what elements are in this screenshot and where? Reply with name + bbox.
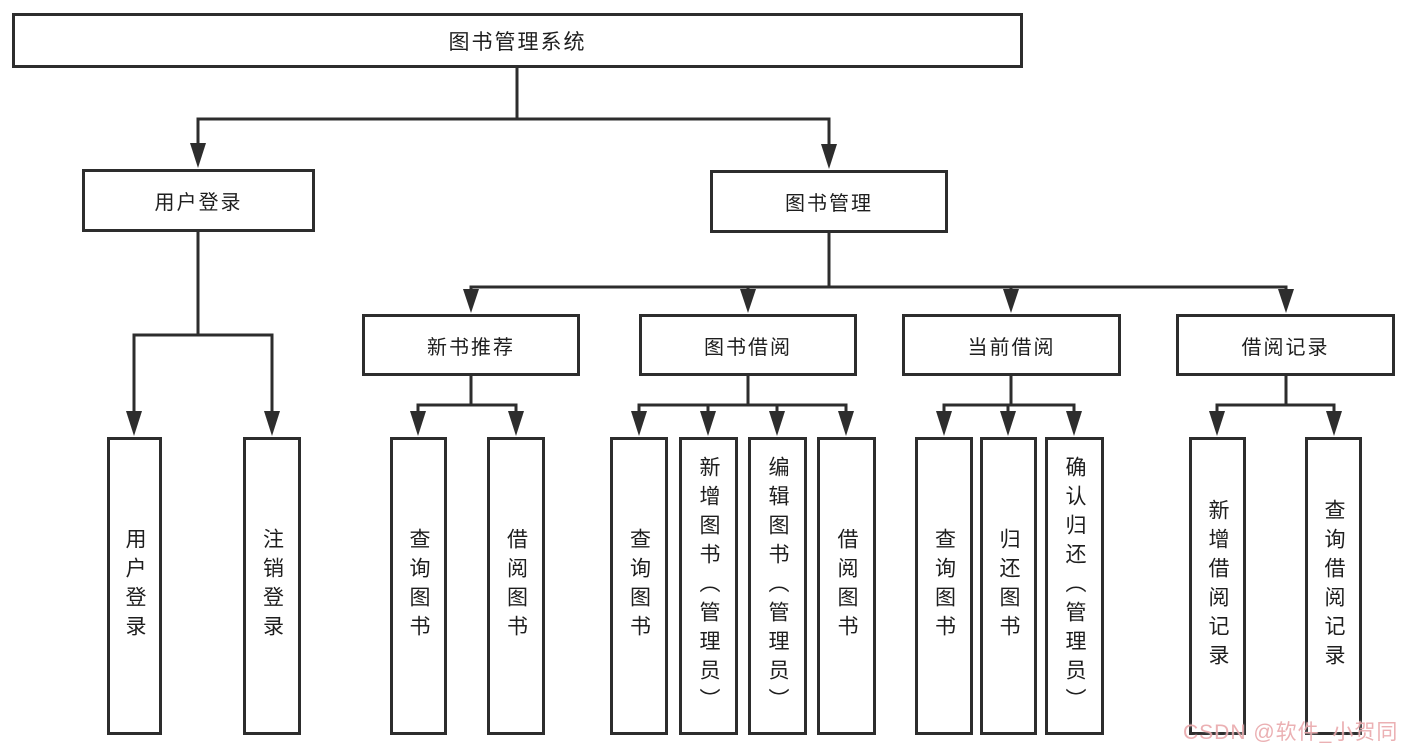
leaf-borrowing-add-books-admin: 新增图书（管理员） — [679, 437, 738, 735]
leaf-records-query-borrow-record: 查询借阅记录 — [1305, 437, 1362, 735]
node-current-borrowing: 当前借阅 — [902, 314, 1121, 376]
leaf-user-login: 用户登录 — [107, 437, 162, 735]
leaf-current-query-books: 查询图书 — [915, 437, 973, 735]
leaf-borrowing-edit-books-admin: 编辑图书（管理员） — [748, 437, 807, 735]
leaf-logout: 注销登录 — [243, 437, 301, 735]
leaf-newbook-borrow-books: 借阅图书 — [487, 437, 545, 735]
node-user-login: 用户登录 — [82, 169, 315, 232]
leaf-newbook-query-books: 查询图书 — [390, 437, 447, 735]
leaf-borrowing-borrow-books: 借阅图书 — [817, 437, 876, 735]
leaf-records-add-borrow-record: 新增借阅记录 — [1189, 437, 1246, 735]
node-book-borrowing: 图书借阅 — [639, 314, 857, 376]
node-book-management: 图书管理 — [710, 170, 948, 233]
leaf-current-confirm-return-admin: 确认归还（管理员） — [1045, 437, 1104, 735]
node-new-book-recommend: 新书推荐 — [362, 314, 580, 376]
node-borrow-records: 借阅记录 — [1176, 314, 1395, 376]
node-library-management-system: 图书管理系统 — [12, 13, 1023, 68]
leaf-borrowing-query-books: 查询图书 — [610, 437, 668, 735]
leaf-current-return-books: 归还图书 — [980, 437, 1037, 735]
